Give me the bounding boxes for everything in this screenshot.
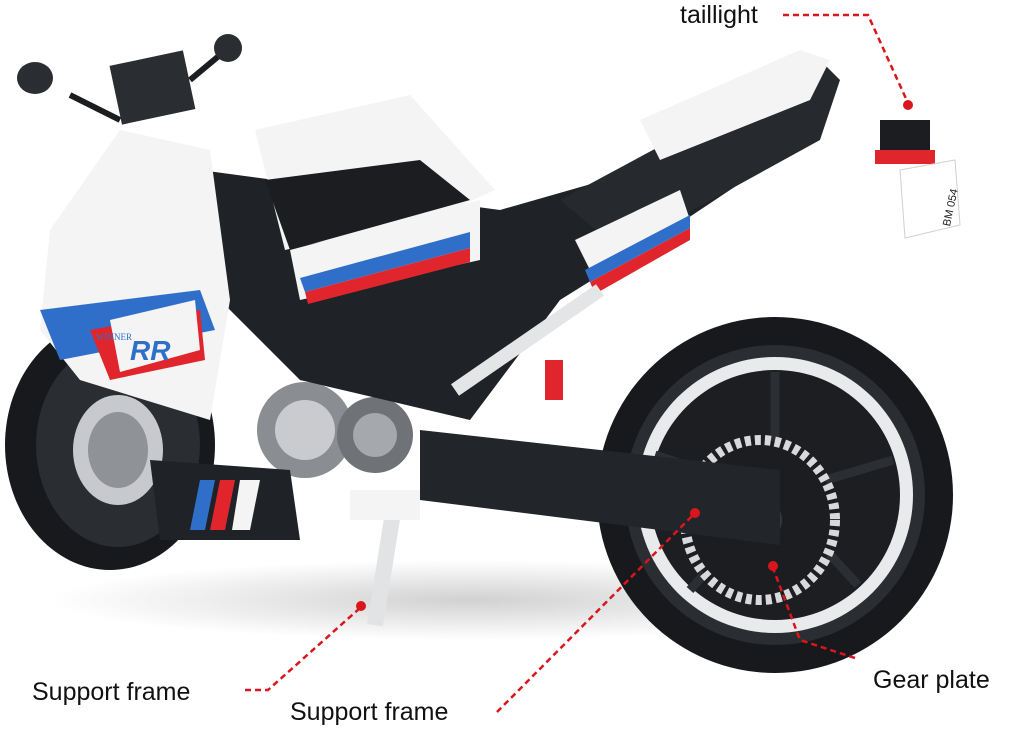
callout-dots — [356, 100, 913, 611]
engine-gears — [257, 382, 413, 478]
tail-section — [560, 50, 840, 294]
front-fairing — [40, 130, 230, 420]
support-frame-label-center: Support frame — [290, 698, 449, 726]
tank-cover — [255, 95, 495, 250]
taillight-assembly: BM 054 — [875, 120, 961, 239]
swing-arm — [420, 430, 780, 545]
support-frame-label-left: Support frame — [32, 678, 191, 706]
license-plate — [899, 159, 961, 239]
lower-fairing — [150, 460, 300, 540]
rear-shock — [451, 284, 604, 400]
gear-plate-label: Gear plate — [873, 666, 990, 694]
support-frame-stand — [350, 490, 420, 627]
mirrors — [17, 34, 242, 125]
side-badge: RR — [130, 335, 171, 366]
callout-lines — [245, 13, 910, 713]
taillight-label: taillight — [680, 1, 758, 29]
fairing-badge: WINNER — [96, 332, 132, 342]
side-panel — [290, 200, 480, 304]
